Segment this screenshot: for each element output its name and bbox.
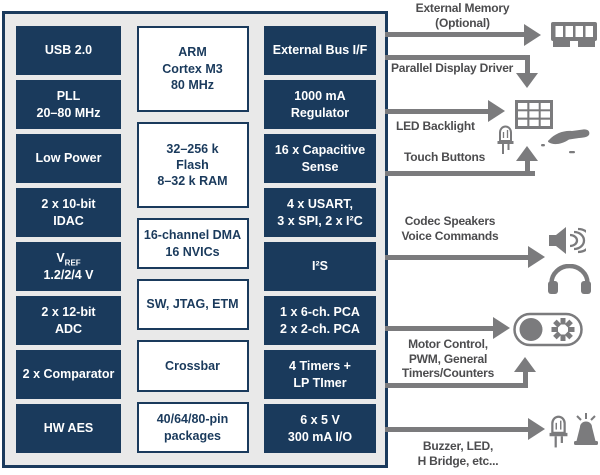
arrowhead-motor — [493, 317, 510, 339]
block-adc: 2 x 12-bit ADC — [16, 296, 121, 345]
codec-label: Codec Speakers Voice Commands — [401, 214, 499, 243]
block-timers: 4 Timers + LP TImer — [264, 350, 376, 399]
block-crossbar: Crossbar — [136, 339, 249, 393]
block-packages: 40/64/80-pin packages — [136, 402, 249, 453]
led-backlight-label: LED Backlight — [396, 119, 475, 133]
arrowhead-led-backlight — [488, 100, 505, 122]
led-panel-icon — [515, 100, 553, 129]
block-cap-sense: 16 x Capacitive Sense — [264, 134, 376, 183]
block-low-power: Low Power — [16, 134, 121, 183]
arrow-display-driver-h — [385, 55, 530, 60]
block-comparator: 2 x Comparator — [16, 350, 121, 399]
arrow-motor — [385, 326, 493, 331]
block-external-bus: External Bus I/F — [264, 26, 376, 75]
arrowhead-motor-timers — [514, 357, 536, 372]
arrowhead-buzzer — [528, 418, 545, 440]
block-debug: SW, JTAG, ETM — [136, 278, 249, 330]
right-column: External Bus I/F 1000 mA Regulator 16 x … — [264, 26, 376, 453]
block-pll: PLL 20–80 MHz — [16, 80, 121, 129]
arrow-display-driver-v — [525, 55, 530, 73]
arrow-touch-buttons-h — [385, 171, 535, 176]
left-column: USB 2.0 PLL 20–80 MHz Low Power 2 x 10-b… — [16, 26, 121, 453]
arrow-external-memory — [385, 32, 524, 37]
led-icon — [497, 125, 514, 154]
arrow-codec — [385, 255, 528, 260]
memory-module-icon — [551, 22, 597, 47]
block-idac: 2 x 10-bit IDAC — [16, 188, 121, 237]
external-memory-label: External Memory (Optional) — [415, 1, 510, 30]
motor-icon — [513, 312, 583, 347]
block-i2s: I²S — [264, 242, 376, 291]
vref-line2: 1.2/2/4 V — [43, 268, 94, 283]
buzzer-icon — [574, 413, 598, 445]
block-arm-core: ARM Cortex M3 80 MHz — [136, 26, 249, 112]
buzzer-label: Buzzer, LED, H Bridge, etc... — [417, 439, 499, 468]
touch-hand-icon — [541, 129, 590, 154]
block-regulator: 1000 mA Regulator — [264, 80, 376, 129]
arrowhead-codec — [528, 246, 545, 268]
arrow-motor-timers-h — [385, 383, 528, 388]
arrow-led-backlight — [385, 109, 488, 114]
block-flash-ram: 32–256 k Flash 8–32 k RAM — [136, 121, 249, 209]
chip-box: USB 2.0 PLL 20–80 MHz Low Power 2 x 10-b… — [2, 11, 388, 468]
arrow-touch-buttons-v — [525, 161, 530, 171]
block-usb: USB 2.0 — [16, 26, 121, 75]
block-usart-spi-i2c: 4 x USART, 3 x SPI, 2 x I²C — [264, 188, 376, 237]
display-driver-label: Parallel Display Driver — [391, 61, 514, 75]
middle-column: ARM Cortex M3 80 MHz 32–256 k Flash 8–32… — [136, 26, 249, 453]
headphones-icon — [548, 264, 591, 294]
block-vref: VREF 1.2/2/4 V — [16, 242, 121, 291]
arrowhead-external-memory — [524, 24, 541, 46]
block-pca: 1 x 6-ch. PCA 2 x 2-ch. PCA — [264, 296, 376, 345]
block-hw-aes: HW AES — [16, 404, 121, 453]
arrow-buzzer — [385, 427, 528, 432]
block-hv-io: 6 x 5 V 300 mA I/O — [264, 404, 376, 453]
arrowhead-touch-buttons — [516, 146, 538, 161]
vref-line1: VREF — [56, 250, 81, 268]
speaker-icon — [549, 227, 586, 254]
arrowhead-display-driver — [516, 73, 538, 88]
block-dma-nvic: 16-channel DMA 16 NVICs — [136, 218, 249, 269]
touch-buttons-label: Touch Buttons — [404, 150, 486, 164]
motor-label: Motor Control, PWM, General Timers/Count… — [401, 337, 495, 381]
arrow-motor-timers-v — [523, 372, 528, 383]
led-icon — [549, 415, 568, 448]
